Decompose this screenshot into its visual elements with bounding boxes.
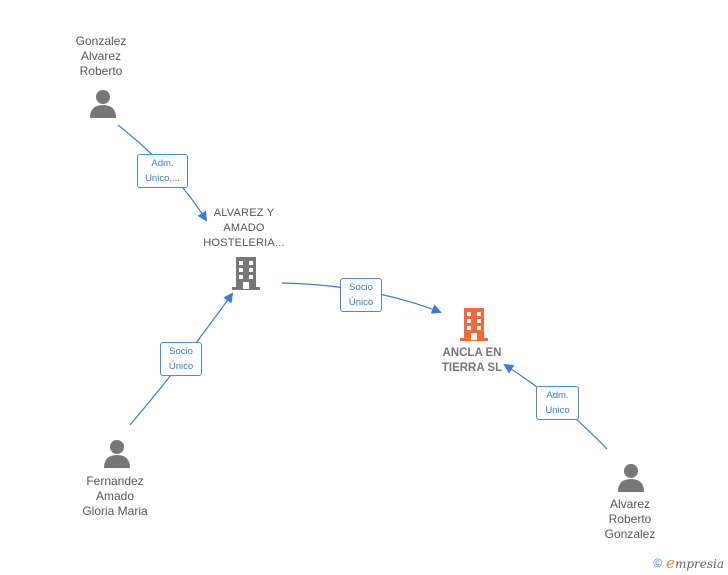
copyright-symbol: ©	[653, 556, 663, 570]
person-label-alvarez[interactable]: Alvarez Roberto Gonzalez	[604, 497, 656, 541]
person-icon[interactable]	[89, 88, 117, 118]
person-label-gonzalez[interactable]: Gonzalez Alvarez Roberto	[75, 34, 127, 78]
edge-label-socio-unico-ancla[interactable]: Socio Único	[340, 278, 382, 312]
brand-logo: empresia	[666, 554, 724, 572]
company-label-ancla[interactable]: ANCLA EN TIERRA SL	[441, 347, 503, 374]
building-icon[interactable]	[231, 255, 261, 291]
company-label-alvarez-amado[interactable]: ALVAREZ Y AMADO HOSTELERIA...	[203, 207, 285, 249]
edge-label-adm-unico-alvarez[interactable]: Adm. Unico	[536, 386, 579, 420]
edge-label-socio-unico-fernandez[interactable]: Socio Único	[160, 342, 202, 376]
footer-brand: © empresia	[653, 554, 724, 572]
person-label-fernandez[interactable]: Fernandez Amado Gloria Maria	[82, 474, 148, 518]
building-icon-main[interactable]	[459, 306, 489, 342]
edge-label-adm-unico-gonzalez[interactable]: Adm. Unico,...	[137, 154, 188, 188]
person-icon[interactable]	[617, 462, 645, 492]
person-icon[interactable]	[103, 438, 131, 468]
